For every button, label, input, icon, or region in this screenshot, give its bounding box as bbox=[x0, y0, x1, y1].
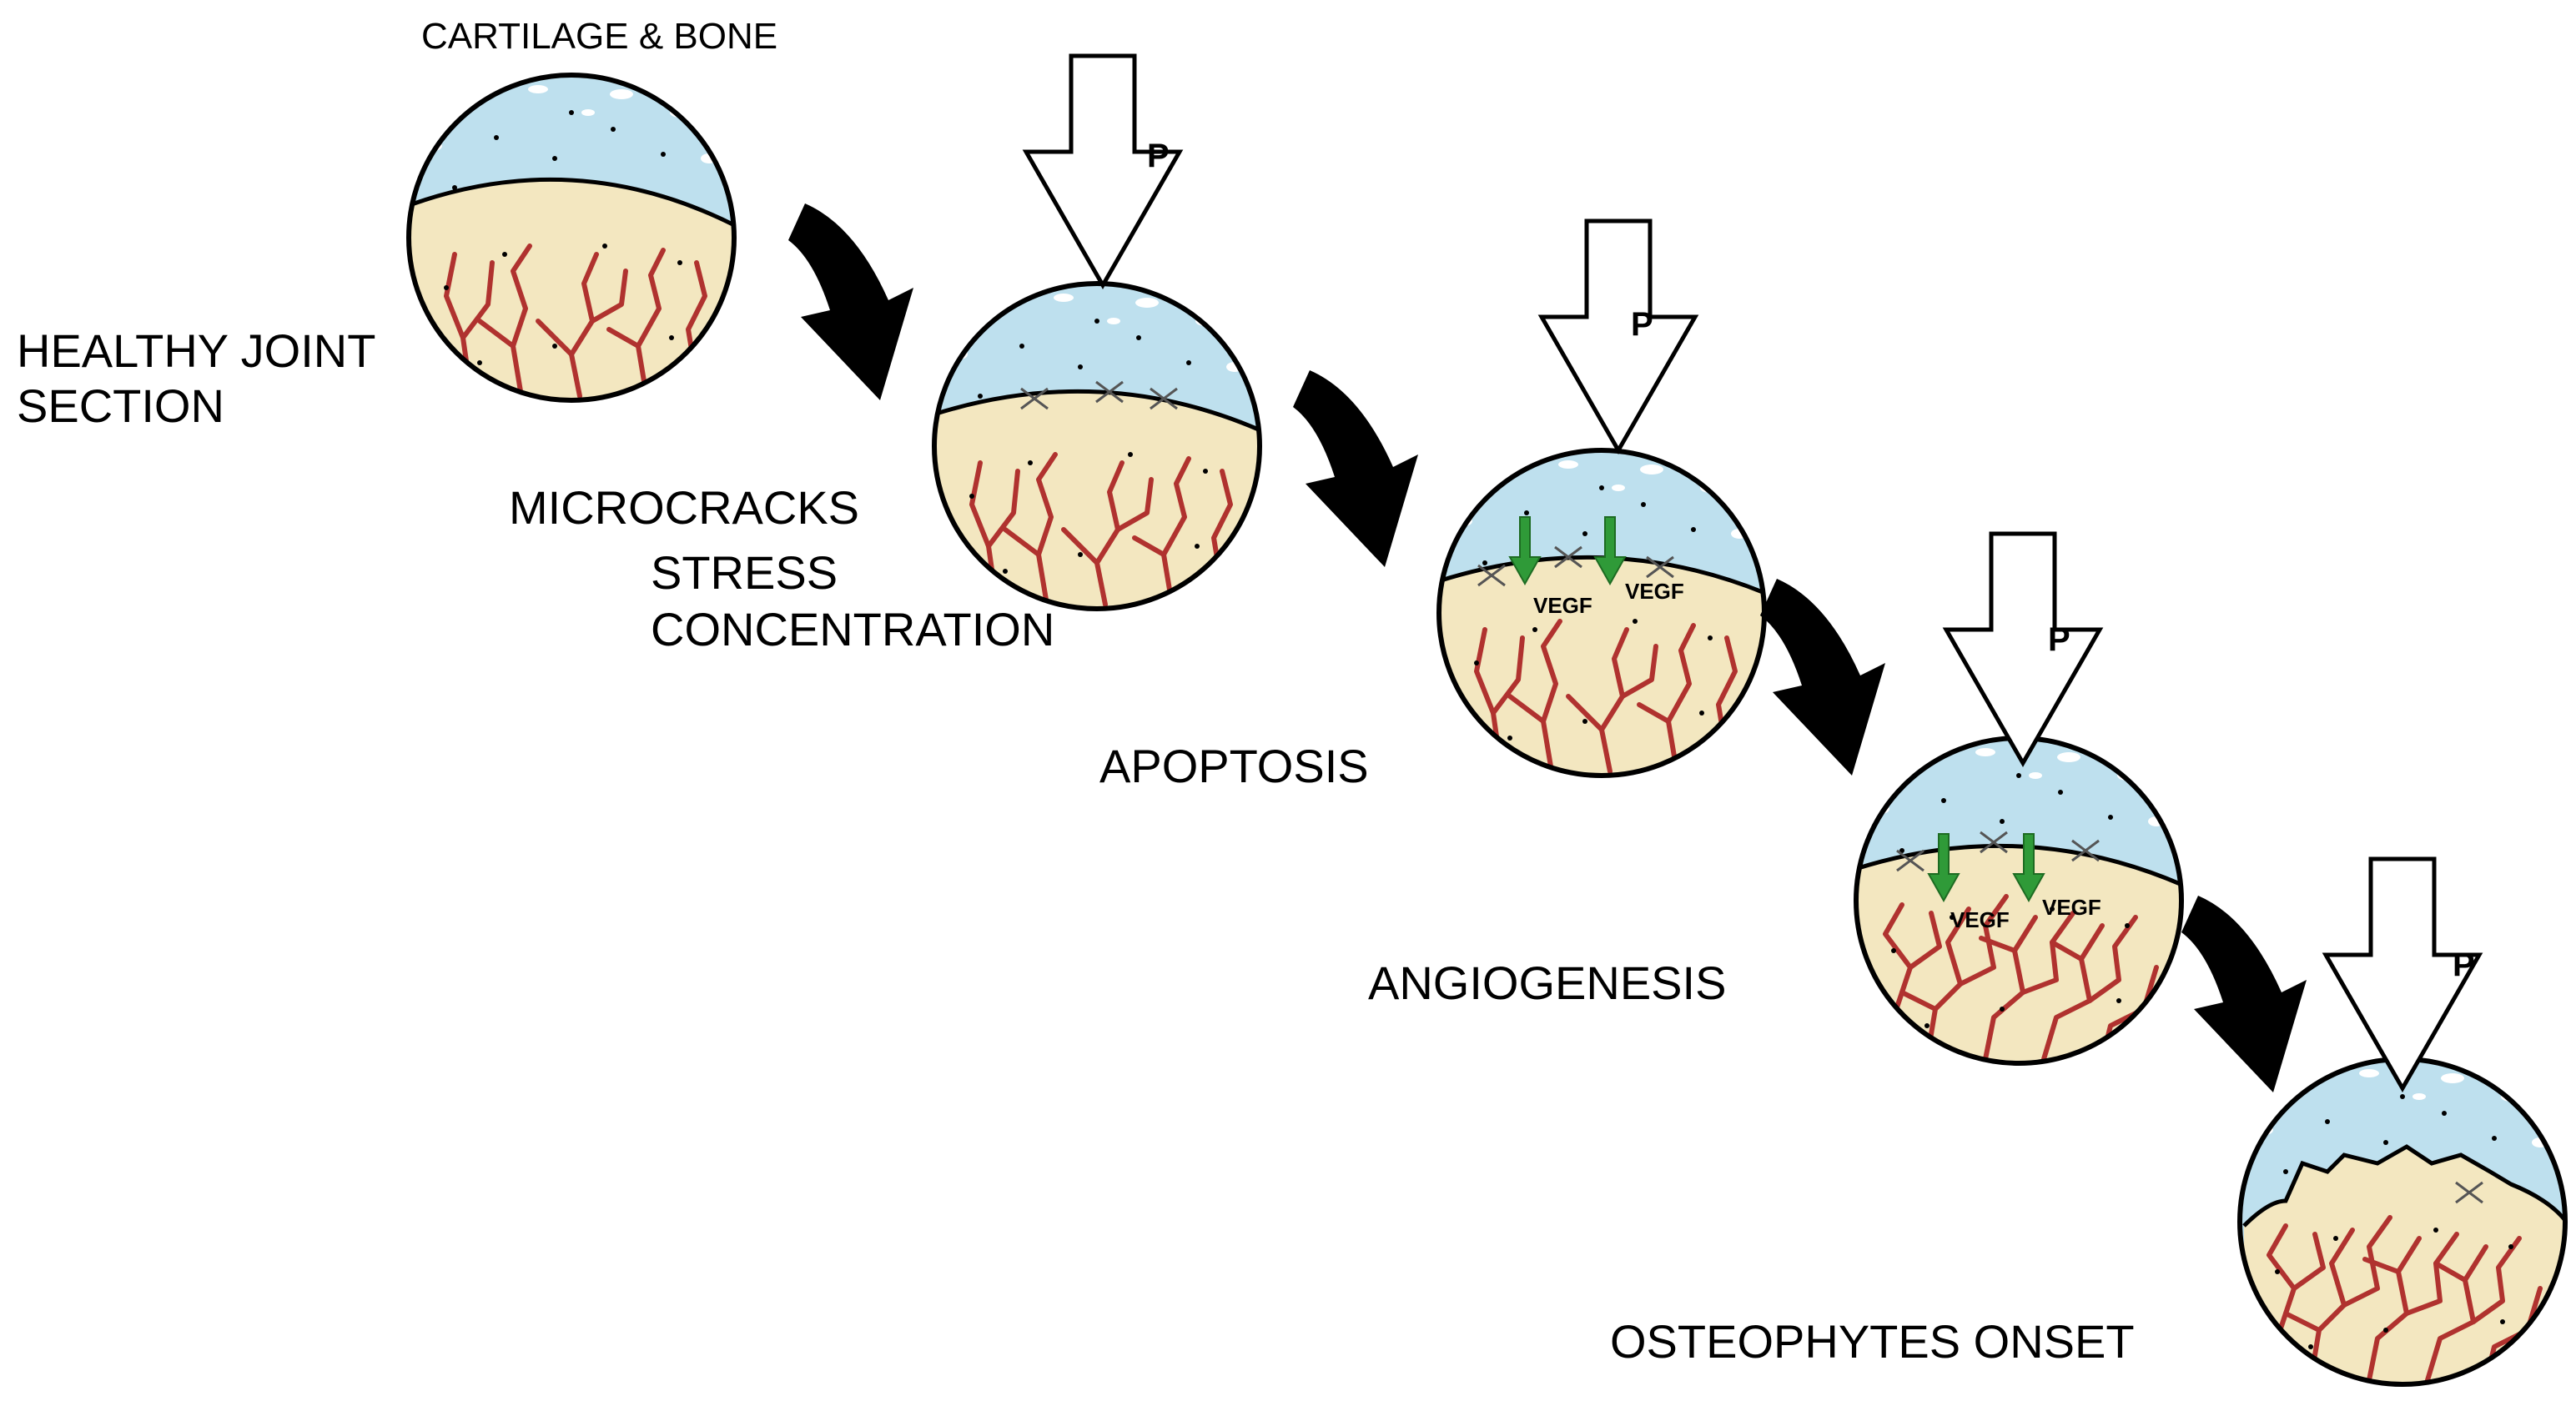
vegf-label: VEGF bbox=[1533, 593, 1592, 618]
load-label: P bbox=[1147, 138, 1170, 174]
joint-section-outline bbox=[932, 281, 1262, 611]
stage-healthy-joint bbox=[406, 73, 737, 403]
osteophyte-outline bbox=[2242, 1144, 2565, 1228]
concentration-label: CONCENTRATION bbox=[651, 603, 1054, 655]
healthy-joint-label: HEALTHY JOINT bbox=[17, 324, 375, 377]
joint-section-outline bbox=[406, 73, 737, 403]
cartilage-bone-label: CARTILAGE & BONE bbox=[421, 16, 777, 57]
load-label: P bbox=[1631, 306, 1653, 343]
vegf-label: VEGF bbox=[1950, 907, 2010, 932]
stage-microcracks bbox=[932, 281, 1262, 611]
bone-layer bbox=[934, 391, 1260, 609]
load-label: P bbox=[2048, 621, 2070, 658]
stage-apoptosis: VEGF VEGF bbox=[1436, 448, 1767, 778]
apoptosis-label: APOPTOSIS bbox=[1099, 740, 1369, 792]
tidemark-line bbox=[409, 177, 734, 232]
stress-label: STRESS bbox=[651, 546, 838, 599]
stage-angiogenesis: VEGF VEGF bbox=[1854, 736, 2184, 1066]
stage-osteophytes-onset bbox=[2237, 1057, 2568, 1387]
vegf-label: VEGF bbox=[1625, 579, 1684, 604]
section-label: SECTION bbox=[17, 379, 224, 432]
vegf-label: VEGF bbox=[2042, 895, 2101, 920]
bone-layer bbox=[409, 179, 734, 400]
bone-layer bbox=[2244, 1147, 2565, 1384]
load-label: P bbox=[2453, 947, 2475, 983]
microcracks-label: MICROCRACKS bbox=[509, 481, 859, 534]
angiogenesis-label: ANGIOGENESIS bbox=[1368, 957, 1726, 1009]
bone-layer bbox=[1439, 557, 1764, 776]
osteophytes-onset-label: OSTEOPHYTES ONSET bbox=[1610, 1315, 2135, 1368]
